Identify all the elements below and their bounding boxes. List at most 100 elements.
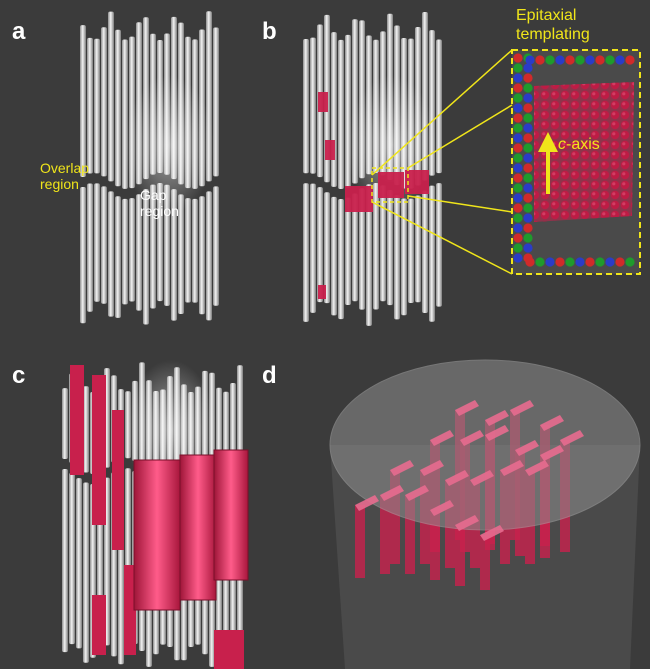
crystal-plate-top [470, 470, 494, 486]
template-atom [523, 113, 533, 123]
rod [108, 191, 114, 317]
rod [122, 198, 128, 305]
template-atom [513, 53, 523, 63]
rod [80, 186, 86, 324]
rod [415, 195, 421, 303]
panel-label-b: b [262, 18, 277, 45]
rod [87, 37, 93, 174]
template-atom [565, 257, 575, 267]
crystal [112, 410, 124, 550]
c-axis-rest: -axis [566, 136, 600, 153]
template-atom [513, 223, 523, 233]
rod [69, 472, 75, 645]
rod [108, 11, 114, 182]
template-atom [523, 153, 533, 163]
rod [115, 29, 121, 187]
rod [83, 482, 89, 663]
rod [94, 183, 100, 302]
c-axis-italic: c [558, 136, 566, 153]
crystal [378, 172, 404, 198]
template-atom [523, 83, 533, 93]
rod [359, 188, 365, 310]
rod [206, 191, 212, 321]
template-atom [513, 123, 523, 133]
inset-frame [511, 49, 641, 275]
template-atom [513, 153, 523, 163]
crystal [345, 186, 373, 212]
template-atom [523, 243, 533, 253]
template-atom [513, 253, 523, 263]
crystal-plate-top [540, 445, 564, 461]
crystal-plate [455, 525, 465, 586]
crystal-plate-top [455, 400, 479, 416]
template-atom [513, 203, 523, 213]
rod [310, 37, 316, 174]
rod [136, 194, 142, 311]
epitaxial-inset [511, 49, 641, 275]
rod [185, 198, 191, 303]
template-atom [625, 257, 635, 267]
rod [76, 478, 82, 649]
panel-c-rods [62, 360, 249, 669]
crystal-plate-top [525, 460, 549, 476]
rod [429, 185, 435, 322]
rod [171, 189, 177, 321]
rod [62, 469, 68, 653]
rod [87, 183, 93, 312]
template-atom [523, 123, 533, 133]
crystal-plate-top [500, 460, 524, 476]
template-atom [513, 113, 523, 123]
crystal-large [179, 454, 217, 601]
rod [94, 38, 100, 174]
rod [129, 198, 135, 302]
rod [422, 190, 428, 314]
template-atom [513, 63, 523, 73]
crystal [318, 285, 326, 299]
template-atom [525, 55, 535, 65]
template-atom [523, 173, 533, 183]
rod [303, 38, 309, 174]
panel-label-d: d [262, 362, 277, 389]
template-atom [615, 257, 625, 267]
zoom-lines [371, 49, 513, 275]
template-atom [523, 213, 533, 223]
rod [213, 27, 219, 177]
c-axis-arrow-head [538, 132, 558, 152]
template-atom [513, 163, 523, 173]
rod [331, 196, 337, 316]
rod [366, 184, 372, 326]
rod [317, 187, 323, 303]
crystal-plate-top [510, 400, 534, 416]
rod [387, 190, 393, 306]
template-atom [523, 223, 533, 233]
crystal [92, 595, 106, 655]
rod [101, 27, 107, 177]
overlap-region-label: Overlap region [40, 160, 90, 192]
crystal-plate-top [485, 410, 509, 426]
rod [436, 183, 442, 307]
rod [408, 198, 414, 304]
rod [192, 198, 198, 303]
crystal-plate [355, 505, 365, 578]
rod [178, 194, 184, 315]
template-atom [513, 143, 523, 153]
crystal-plate [380, 495, 390, 574]
template-atom [545, 55, 555, 65]
rod [303, 183, 309, 322]
crystal [318, 92, 328, 112]
rod [331, 32, 337, 187]
template-atom [523, 143, 533, 153]
rod [352, 193, 358, 302]
template-atom [535, 257, 545, 267]
crystal-large [133, 459, 181, 611]
crystal-plate-top [420, 460, 444, 476]
rod [338, 198, 344, 320]
crystal [92, 375, 106, 525]
crystal-plate-top [445, 470, 469, 486]
epitaxial-templating-label: Epitaxial templating [516, 7, 590, 43]
template-atom [525, 257, 535, 267]
panel-d-crystal-tops [355, 400, 584, 541]
template-atom [513, 233, 523, 243]
rod [164, 184, 170, 306]
